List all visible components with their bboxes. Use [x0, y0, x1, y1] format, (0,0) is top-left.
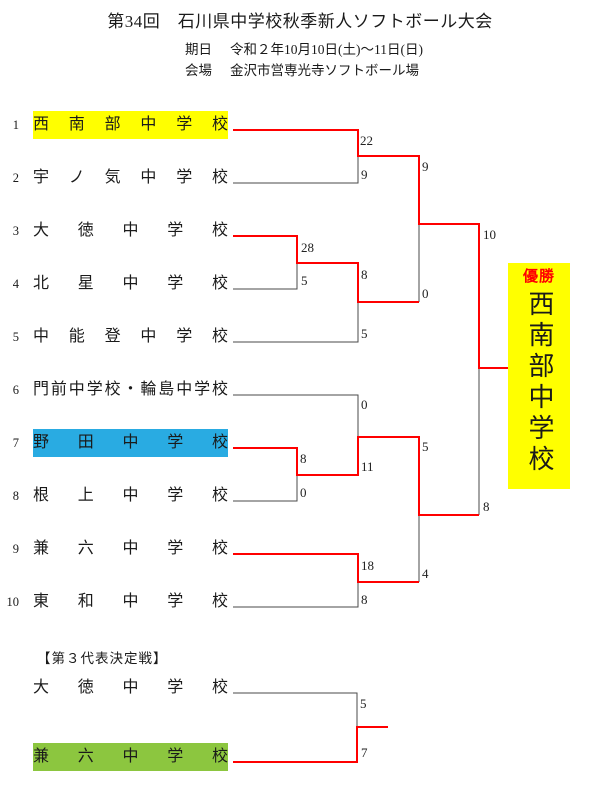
venue-row: 会場 金沢市営専光寺ソフトボール場: [185, 60, 423, 81]
venue-value: 金沢市営専光寺ソフトボール場: [230, 63, 419, 78]
team-row-8: 8 根上中学校: [0, 482, 240, 510]
team-row-9: 9 兼六中学校: [0, 535, 240, 563]
score-third-place-bottom: 7: [361, 745, 368, 760]
score-round1-match1-top: 22: [360, 133, 373, 148]
date-label: 期日: [185, 42, 212, 57]
team-name: 門前中学校・輪島中学校: [33, 381, 228, 398]
team-name: 根上中学校: [33, 487, 228, 504]
score-semifinal1-bottom: 0: [422, 286, 429, 301]
score-round2-match5-bottom: 11: [361, 459, 374, 474]
score-round2-match3-bottom: 5: [361, 326, 368, 341]
score-round1-match4-top: 8: [300, 451, 307, 466]
seed-number: 2: [12, 171, 19, 185]
score-semifinal1-top: 9: [422, 159, 429, 174]
seed-number: 9: [12, 542, 19, 556]
score-final-top: 10: [483, 227, 496, 242]
score-round1-match1-bottom: 9: [361, 167, 368, 182]
seed-number: 4: [12, 277, 19, 291]
seed-number: 6: [12, 383, 19, 397]
third-place-row-1: 大徳中学校: [0, 674, 240, 702]
score-semifinal2-bottom: 4: [422, 566, 429, 581]
team-name: 兼六中学校: [33, 540, 228, 557]
winner-path-lines: [233, 128, 509, 764]
meta-info: 期日 令和２年10月10日(土)～11日(日) 会場 金沢市営専光寺ソフトボール…: [185, 39, 423, 81]
seed-number: 5: [12, 330, 19, 344]
team-row-5: 5 中能登中学校: [0, 323, 240, 351]
seed-number: 1: [12, 118, 19, 132]
team-name: 大徳中学校: [33, 222, 228, 239]
date-row: 期日 令和２年10月10日(土)～11日(日): [185, 39, 423, 60]
team-row-6: 6 門前中学校・輪島中学校: [0, 376, 240, 404]
score-round1-match2-bottom: 5: [301, 273, 308, 288]
champion-name: 西南部中学校: [525, 290, 554, 476]
date-value: 令和２年10月10日(土)～11日(日): [230, 42, 423, 57]
team-row-4: 4 北星中学校: [0, 270, 240, 298]
score-round1-match2-top: 28: [301, 240, 314, 255]
team-name: 野田中学校: [33, 429, 228, 457]
team-row-7: 7 野田中学校: [0, 429, 240, 457]
seed-number: 10: [6, 595, 20, 609]
team-name: 西南部中学校: [33, 111, 228, 139]
champion-box: 優勝 西南部中学校: [508, 263, 570, 489]
team-name: 北星中学校: [33, 275, 228, 292]
team-row-2: 2 宇ノ気中学校: [0, 164, 240, 192]
score-round2-match5-top: 0: [361, 397, 368, 412]
score-round1-match6-top: 18: [361, 558, 374, 573]
team-row-1: 1 西南部中学校: [0, 111, 240, 139]
team-row-3: 3 大徳中学校: [0, 217, 240, 245]
score-round2-match3-top: 8: [361, 267, 368, 282]
seed-number: 8: [12, 489, 19, 503]
bracket-loser-lines: [233, 156, 480, 727]
score-round1-match4-bottom: 0: [300, 485, 307, 500]
third-place-row-2: 兼六中学校: [0, 743, 240, 771]
team-row-10: 10 東和中学校: [0, 588, 240, 616]
champion-label: 優勝: [522, 269, 555, 285]
seed-number: 3: [12, 224, 19, 238]
score-third-place-top: 5: [360, 696, 367, 711]
team-name: 中能登中学校: [33, 328, 228, 345]
seed-number: 7: [12, 436, 19, 450]
page-title: 第34回 石川県中学校秋季新人ソフトボール大会: [107, 12, 493, 31]
venue-label: 会場: [185, 63, 212, 78]
team-name: 大徳中学校: [33, 679, 228, 696]
score-final-bottom: 8: [483, 499, 490, 514]
team-name: 兼六中学校: [33, 743, 228, 771]
team-name: 東和中学校: [33, 593, 228, 610]
team-name: 宇ノ気中学校: [33, 169, 228, 186]
score-semifinal2-top: 5: [422, 439, 429, 454]
third-place-header: 【第３代表決定戦】: [37, 651, 168, 666]
score-round1-match6-bottom: 8: [361, 592, 368, 607]
